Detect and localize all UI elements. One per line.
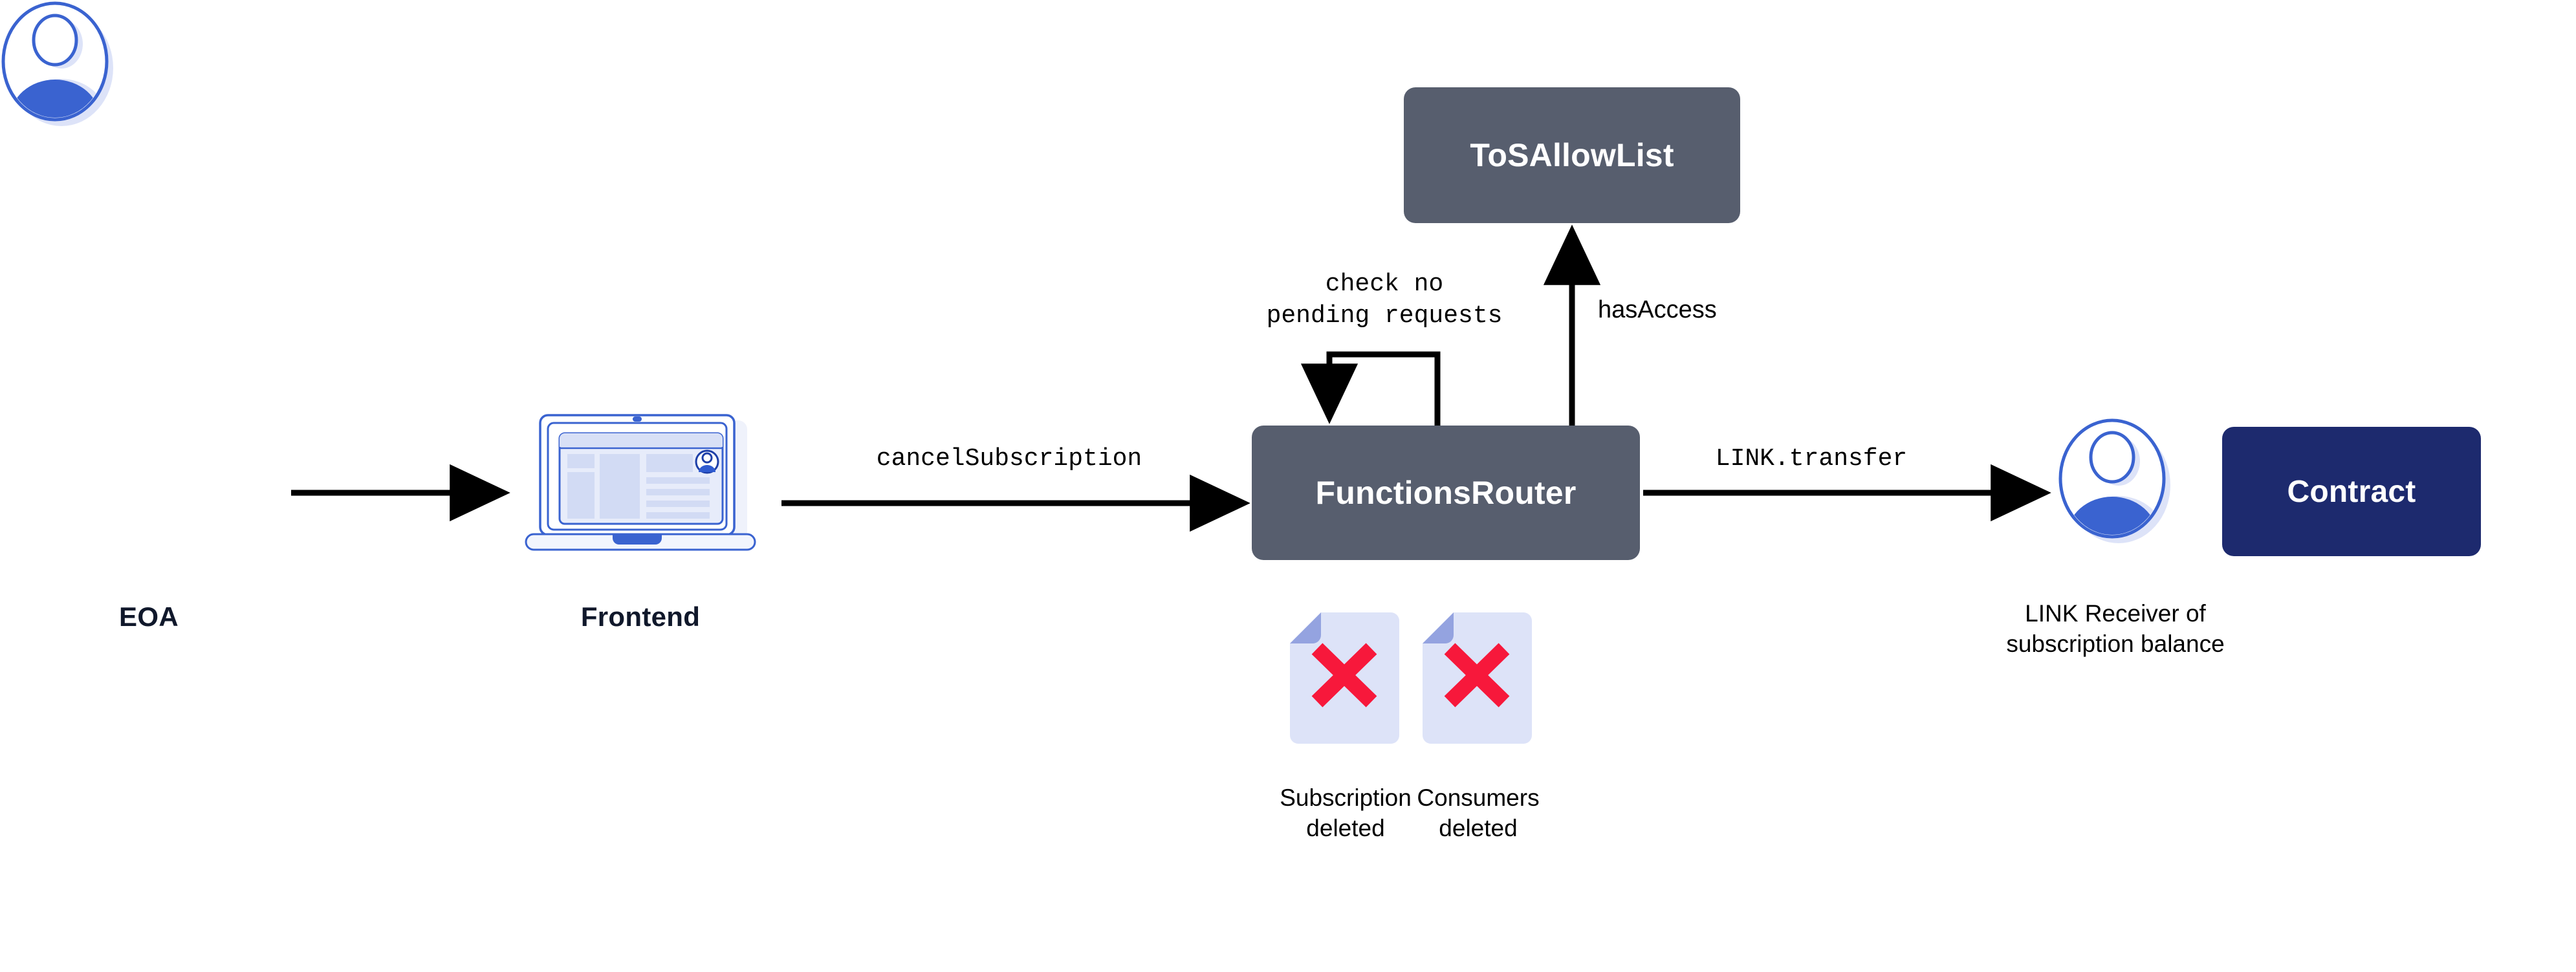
person-avatar-icon [1,1,113,126]
edge-label-check-no-pending-requests: check no pending requests [1266,270,1503,330]
contract-node[interactable]: Contract [2222,427,2481,556]
edge-router-self-loop [1300,351,1441,426]
link-receiver-node[interactable] [2057,417,2174,546]
tos-allow-list-node[interactable]: ToSAllowList [1404,87,1740,223]
consumers-deleted-label: Consumers deleted [1417,784,1540,842]
person-avatar-icon [2058,418,2170,543]
eoa-label: EOA [119,601,179,632]
frontend-label: Frontend [580,601,701,632]
subscription-deleted-label: Subscription deleted [1280,784,1412,842]
eoa-node[interactable] [0,0,116,129]
frontend-node[interactable] [514,407,767,559]
tos-allow-list-label: ToSAllowList [1470,137,1674,173]
document-deleted-icon [1423,612,1532,744]
functions-router-node[interactable]: FunctionsRouter [1252,426,1640,560]
document-deleted-icon [1290,612,1399,744]
consumers-deleted-artifact[interactable] [1420,611,1533,750]
functions-router-label: FunctionsRouter [1315,475,1577,511]
link-receiver-label: LINK Receiver of subscription balance [2006,600,2225,658]
laptop-browser-icon [525,414,756,551]
contract-label: Contract [2287,474,2416,509]
edge-label-link-transfer: LINK.transfer [1715,445,1908,473]
subscription-deleted-artifact[interactable] [1287,611,1401,750]
edge-label-cancel-subscription: cancelSubscription [876,445,1142,473]
edge-label-has-access: hasAccess [1598,296,1717,323]
